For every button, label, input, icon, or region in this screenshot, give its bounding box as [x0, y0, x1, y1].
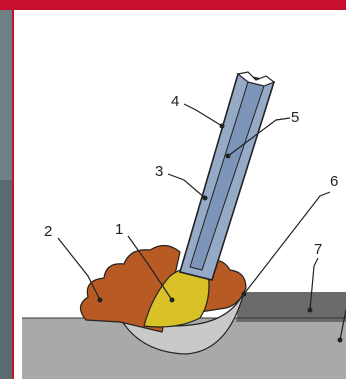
left-photo-shade: [0, 180, 12, 379]
leader-dot-8: [338, 338, 343, 343]
leader-dot-1: [170, 298, 175, 303]
frame-top-border: [0, 0, 346, 10]
callout-3-label: 3: [155, 164, 163, 179]
callout-2-label: 2: [44, 224, 52, 239]
callout-1-label: 1: [115, 222, 123, 237]
leader-dot-5: [226, 154, 231, 159]
callout-4-label: 4: [171, 94, 179, 109]
leader-dot-3: [203, 196, 208, 201]
leader-dot-4: [220, 124, 225, 129]
callout-7-label: 7: [314, 242, 322, 257]
leader-dot-6: [242, 292, 247, 297]
leader-dot-2: [98, 298, 103, 303]
callout-5-label: 5: [291, 110, 299, 125]
leader-dot-7: [308, 308, 313, 313]
callout-6-label: 6: [330, 174, 338, 189]
